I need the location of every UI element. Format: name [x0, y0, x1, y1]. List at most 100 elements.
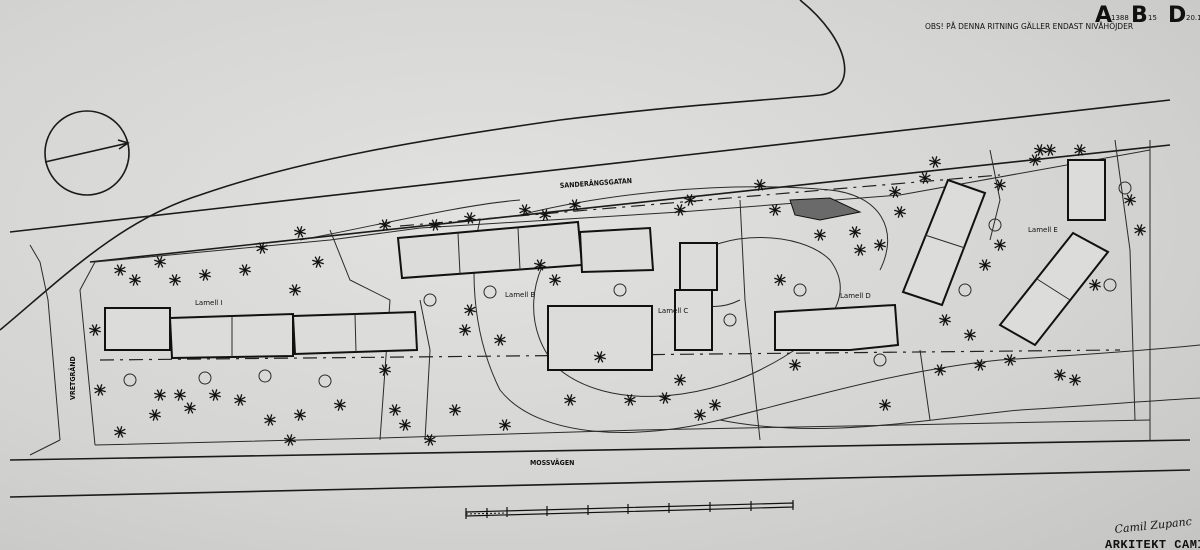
site-boundary	[79, 149, 1151, 446]
tree-icon	[234, 394, 246, 406]
street-label-mossvagen: MOSSVÄGEN	[530, 458, 574, 467]
tree-icon	[709, 399, 721, 411]
building-label: Lamell I	[195, 299, 223, 307]
tree-icon	[849, 226, 861, 238]
tree-icon	[169, 274, 181, 286]
tree-icon	[994, 239, 1006, 251]
tree-icon	[769, 204, 781, 216]
tree-icon	[674, 204, 686, 216]
entrance-markers	[123, 181, 1132, 388]
tree-icon	[209, 389, 221, 401]
tree-icon	[1134, 224, 1146, 236]
road-lines	[9, 99, 1191, 498]
entrance-circle	[483, 285, 497, 299]
tree-icon	[934, 364, 946, 376]
tree-icon	[624, 394, 636, 406]
tree-icon	[89, 324, 101, 336]
tree-icon	[256, 242, 268, 254]
tree-icon	[814, 229, 826, 241]
tree-icon	[429, 219, 441, 231]
tree-icon	[114, 426, 126, 438]
scale-bar	[465, 500, 794, 519]
tree-icon	[464, 304, 476, 316]
entrance-circle	[988, 218, 1002, 232]
entrance-circle	[873, 353, 887, 367]
tree-icon	[1089, 279, 1101, 291]
tree-icon	[294, 409, 306, 421]
entrance-circle	[723, 313, 737, 327]
svg-text:B: B	[1131, 3, 1148, 28]
building-label: Lamell D	[840, 292, 871, 300]
title-block: A 1388 B 15 D 20.11. OBS! PÅ DENNA RITNI…	[925, 3, 1200, 31]
svg-text:20.11.: 20.11.	[1186, 14, 1200, 22]
tree-icon	[569, 199, 581, 211]
tree-icon	[1029, 154, 1041, 166]
tree-icon	[854, 244, 866, 256]
tree-icon	[539, 209, 551, 221]
tree-icon	[239, 264, 251, 276]
tree-icon	[774, 274, 786, 286]
tree-icon	[154, 256, 166, 268]
tree-icon	[964, 329, 976, 341]
tree-icon	[129, 274, 141, 286]
tree-icon	[919, 172, 931, 184]
tree-icon	[149, 409, 161, 421]
tree-icon	[284, 434, 296, 446]
tree-icon	[684, 194, 696, 206]
entrance-circle	[958, 283, 972, 297]
tree-icon	[424, 434, 436, 446]
tree-icon	[399, 419, 411, 431]
entrance-circle	[318, 374, 332, 388]
tree-icon	[1044, 144, 1056, 156]
tree-icon	[379, 364, 391, 376]
drawing-note: OBS! PÅ DENNA RITNING GÄLLER ENDAST NIVÅ…	[925, 22, 1133, 31]
tree-icon	[974, 359, 986, 371]
svg-text:1388: 1388	[1111, 14, 1129, 22]
north-arrow-icon	[44, 110, 130, 196]
tree-icon	[994, 179, 1006, 191]
tree-icon	[594, 351, 606, 363]
architect-stamp: ARKITEKT CAMIL ZUPA	[1105, 538, 1200, 550]
tree-icon	[379, 219, 391, 231]
tree-icon	[184, 402, 196, 414]
tree-icon	[674, 374, 686, 386]
tree-icon	[874, 239, 886, 251]
building-label: Lamell C	[658, 307, 688, 315]
tree-icon	[894, 206, 906, 218]
street-label-vretgrand: VRETGRÄND	[68, 356, 77, 400]
svg-text:15: 15	[1148, 14, 1157, 22]
tree-icon	[789, 359, 801, 371]
architect-signature: Camil Zupanc	[1114, 515, 1192, 536]
tree-icon	[979, 259, 991, 271]
tree-icon	[389, 404, 401, 416]
tree-icon	[334, 399, 346, 411]
tree-icon	[449, 404, 461, 416]
tree-icon	[1124, 194, 1136, 206]
tree-icon	[1069, 374, 1081, 386]
street-label-sanderangsgatan: SANDERÄNGSGATAN	[560, 176, 633, 190]
tree-icon	[939, 314, 951, 326]
tree-icon	[1054, 369, 1066, 381]
entrance-circle	[258, 369, 272, 383]
tree-icon	[199, 269, 211, 281]
svg-text:A: A	[1095, 3, 1112, 28]
tree-icon	[114, 264, 126, 276]
tree-icon	[564, 394, 576, 406]
tree-icon	[264, 414, 276, 426]
trees	[89, 144, 1146, 446]
tree-icon	[494, 334, 506, 346]
entrance-circle	[123, 373, 137, 387]
tree-icon	[289, 284, 301, 296]
tree-icon	[312, 256, 324, 268]
tree-icon	[519, 204, 531, 216]
tree-icon	[1004, 354, 1016, 366]
tree-icon	[694, 409, 706, 421]
entrance-circle	[1103, 278, 1117, 292]
tree-icon	[1074, 144, 1086, 156]
tree-icon	[754, 179, 766, 191]
tree-icon	[1034, 144, 1046, 156]
tree-icon	[879, 399, 891, 411]
tree-icon	[499, 419, 511, 431]
